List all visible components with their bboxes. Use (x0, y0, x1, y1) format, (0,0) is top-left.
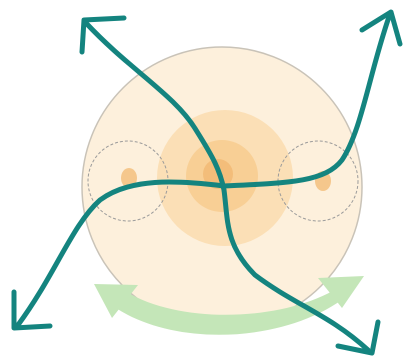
arrowhead-bottom-right (338, 322, 378, 353)
